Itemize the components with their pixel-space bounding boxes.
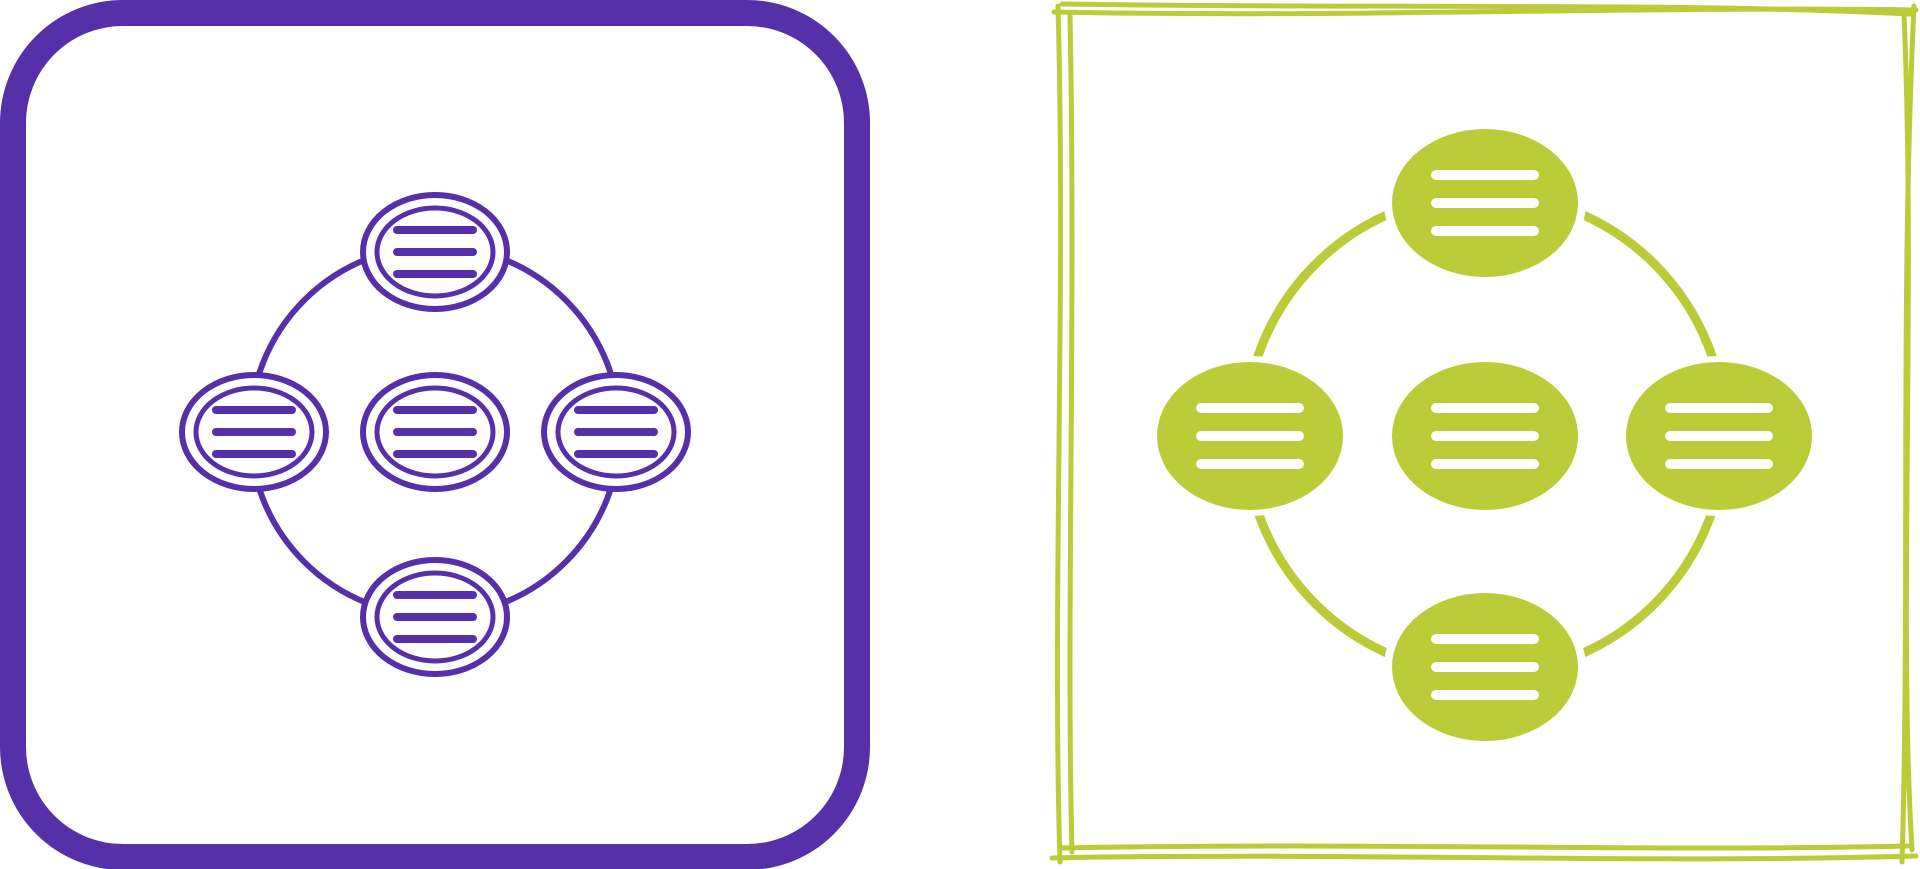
- node-center: [1384, 356, 1586, 516]
- node-right: [1618, 356, 1820, 516]
- node-left: [1149, 356, 1351, 516]
- text-lines-icon: [393, 591, 477, 643]
- text-lines-icon: [212, 406, 296, 458]
- node-top: [1384, 123, 1586, 283]
- text-lines-icon: [1665, 403, 1773, 469]
- text-lines-icon: [393, 406, 477, 458]
- node-left: [179, 372, 329, 492]
- text-lines-icon: [1431, 403, 1539, 469]
- text-lines-icon: [1196, 403, 1304, 469]
- node-bottom: [360, 557, 510, 677]
- node-right: [541, 372, 691, 492]
- node-bottom: [1384, 587, 1586, 747]
- network-diagram-filled-icon: [1049, 1, 1919, 865]
- node-top: [360, 192, 510, 312]
- text-lines-icon: [1431, 170, 1539, 236]
- text-lines-icon: [574, 406, 658, 458]
- text-lines-icon: [393, 226, 477, 278]
- node-center: [360, 372, 510, 492]
- network-diagram-outline-icon: [0, 0, 870, 869]
- hand-drawn-frame: [1049, 1, 1919, 865]
- text-lines-icon: [1431, 634, 1539, 700]
- rounded-square-frame: [0, 0, 870, 869]
